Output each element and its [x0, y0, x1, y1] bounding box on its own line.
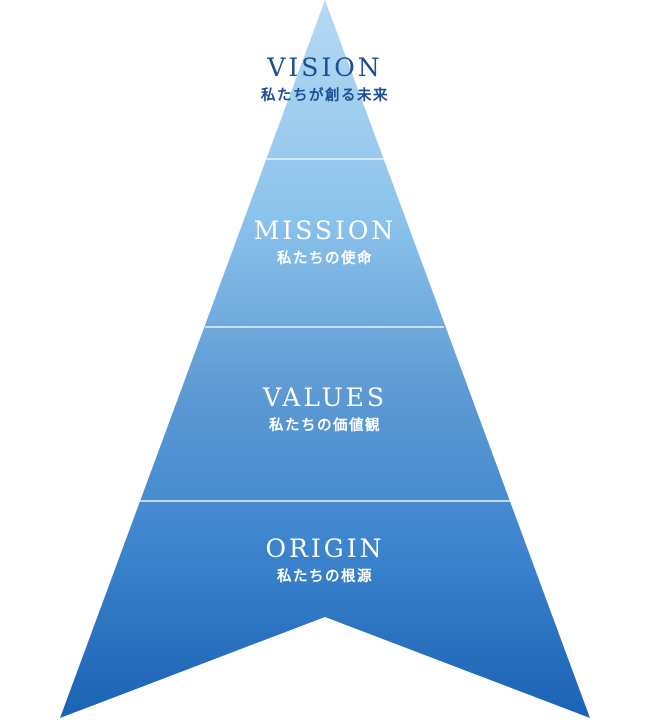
pyramid-body	[60, 0, 590, 718]
